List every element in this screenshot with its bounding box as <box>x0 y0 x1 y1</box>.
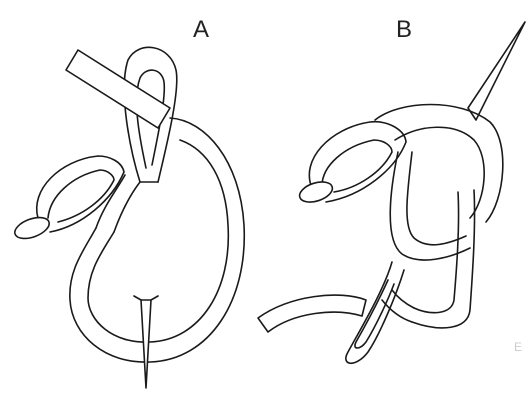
panel-b-middle-cord-right-inner <box>414 192 459 313</box>
cropped-edge-letter: E <box>514 340 522 354</box>
panel-a-outer-loop-inner-edge <box>88 140 228 342</box>
panel-a-drawing <box>12 47 244 388</box>
panel-a-leaf-outer <box>37 156 124 232</box>
panel-a-needle-tip-left <box>134 296 141 300</box>
panel-b-tail-cord <box>258 295 366 332</box>
panel-a-leaf-inner <box>48 170 114 222</box>
panel-a-label: A <box>193 18 209 42</box>
panel-a-diagonal-cord <box>66 50 170 128</box>
panel-b-connector-inner <box>392 290 414 308</box>
panel-b-top-band-inner <box>395 127 484 218</box>
panel-b-label: B <box>396 18 412 42</box>
panel-a-upper-cord-right <box>96 175 125 228</box>
panel-b-middle-loop-left-inner <box>407 152 466 245</box>
panel-a-needle-tip-right <box>151 296 158 300</box>
panel-a-leaf-tip <box>12 213 52 242</box>
panel-a-needle <box>141 300 151 388</box>
panel-a-upper-cord-left <box>114 182 140 232</box>
panel-a-outer-loop-outer-edge <box>70 118 244 362</box>
panel-b-middle-cord-right-outer <box>412 190 475 328</box>
panel-b-leaf-inner <box>322 140 392 192</box>
panel-b-drawing <box>258 22 525 363</box>
panel-b-needle <box>468 22 525 120</box>
